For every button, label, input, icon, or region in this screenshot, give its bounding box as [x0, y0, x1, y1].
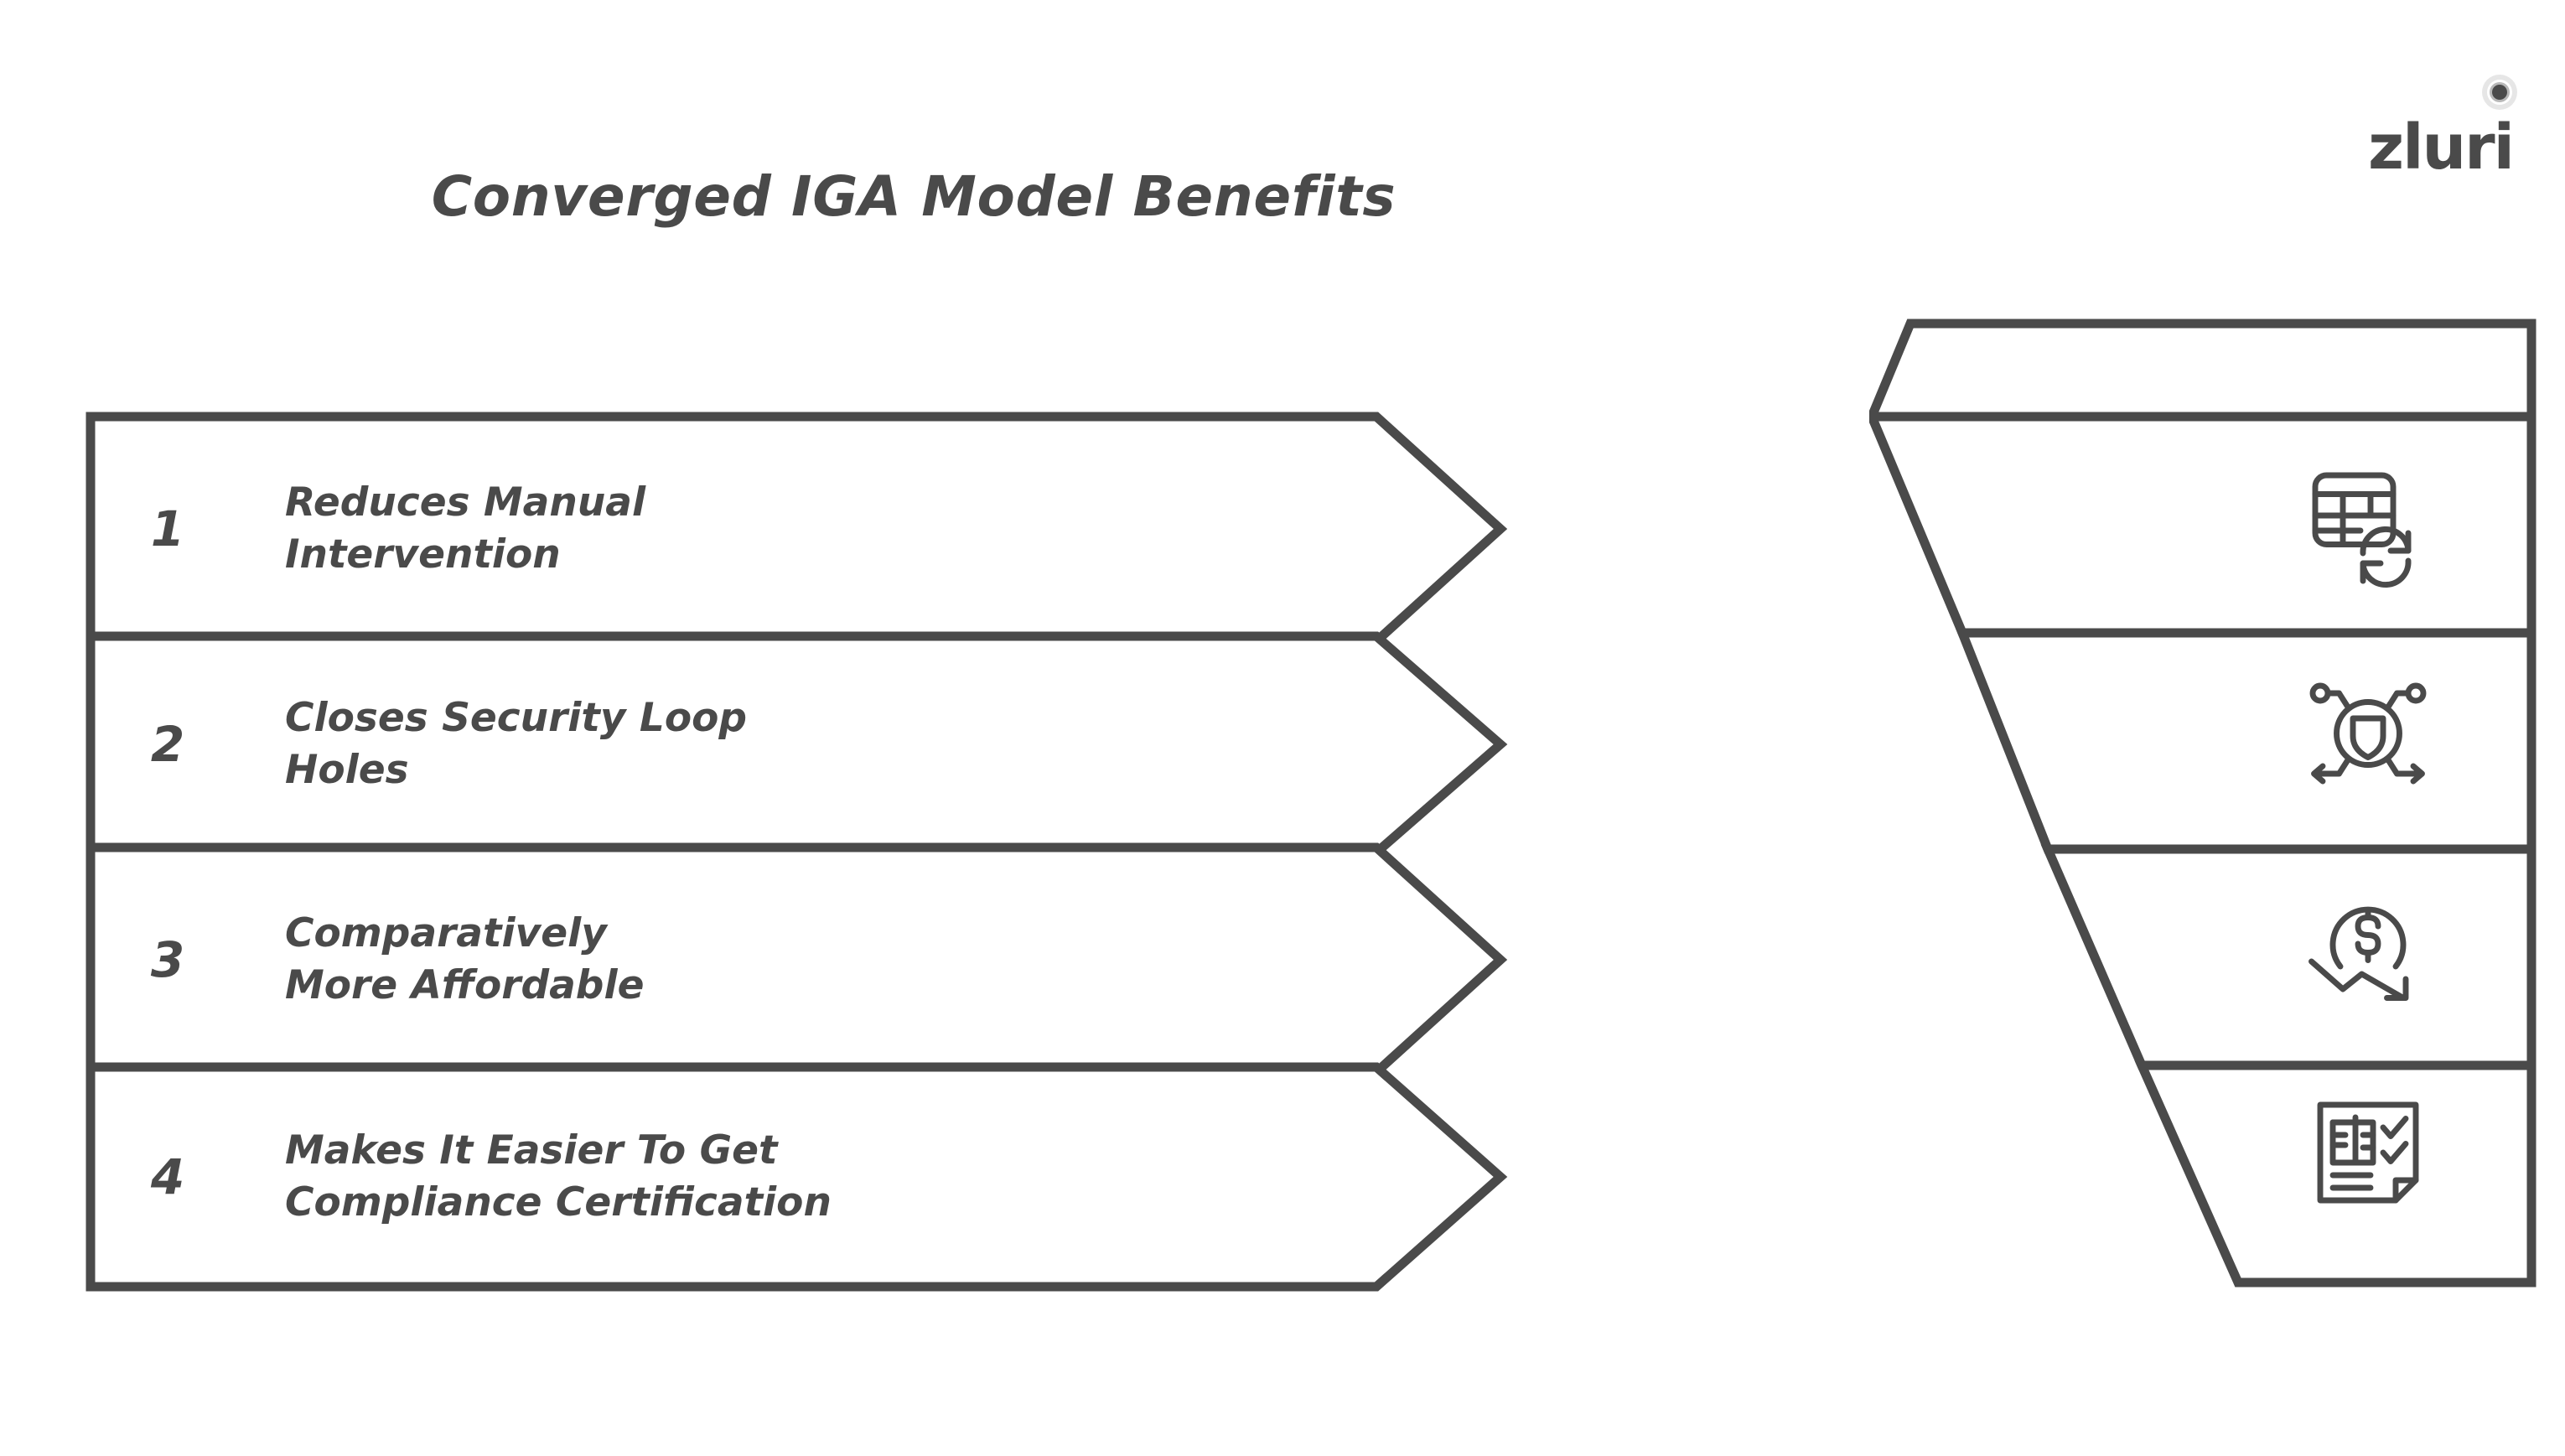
brand-logo: zluri — [2368, 75, 2517, 184]
arrow-shape-1 — [86, 412, 1508, 646]
ribbon-shape-3 — [2040, 844, 2536, 1070]
concentric-circle-dot-icon — [2481, 74, 2518, 111]
arrow-shape-3 — [86, 842, 1508, 1077]
benefit-number-3: 3 — [150, 931, 185, 988]
brand-wordmark: zluri — [2368, 111, 2515, 184]
benefit-number-1: 1 — [150, 500, 185, 557]
ribbon-shape-2 — [1955, 628, 2536, 854]
shield-network-icon — [2305, 671, 2431, 796]
table-sync-icon — [2305, 463, 2431, 588]
dollar-trend-down-icon — [2305, 878, 2431, 1004]
benefit-number-4: 4 — [150, 1148, 185, 1205]
arrow-shape-2 — [86, 631, 1508, 858]
benefit-label-3: Comparatively More Affordable — [285, 909, 645, 1008]
document-checklist-icon — [2305, 1090, 2431, 1215]
benefit-label-1: Reduces Manual Intervention — [285, 479, 646, 578]
page-title: Converged IGA Model Benefits — [431, 164, 1396, 229]
ribbon-shape-header — [1869, 319, 2536, 422]
benefits-icon-ribbon-stack — [1869, 0, 2565, 1456]
benefit-label-4: Makes It Easier To Get Compliance Certif… — [285, 1127, 832, 1225]
ribbon-shape-1 — [1869, 412, 2536, 638]
arrow-shape-4 — [86, 1062, 1508, 1292]
benefit-number-2: 2 — [150, 716, 185, 773]
benefit-label-2: Closes Security Loop Holes — [285, 694, 748, 793]
